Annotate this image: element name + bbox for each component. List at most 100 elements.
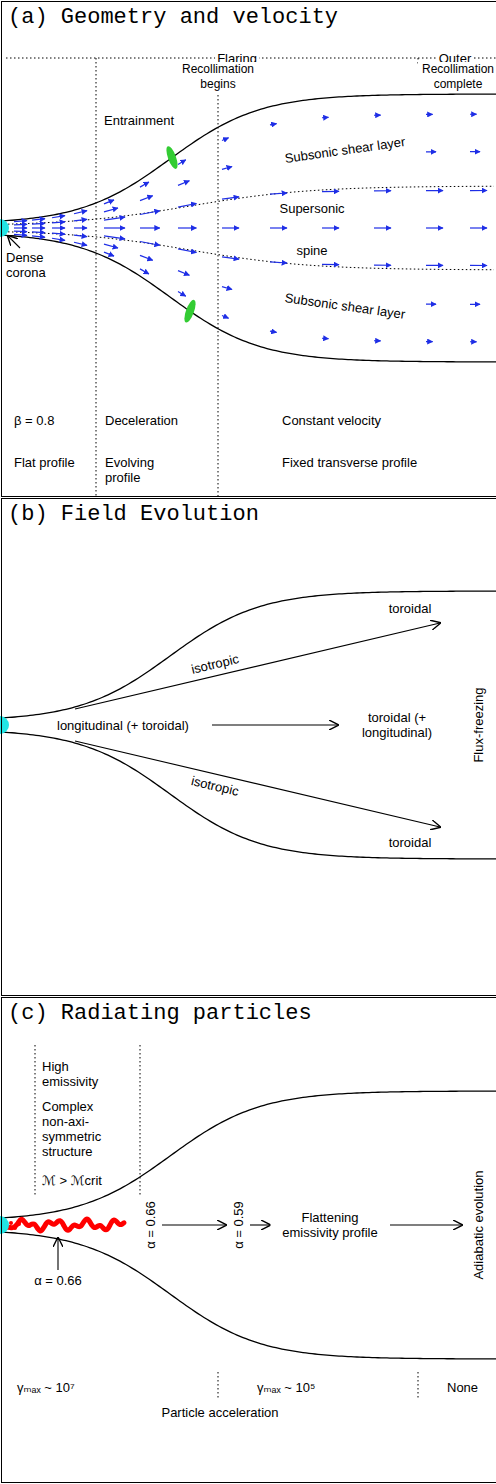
velocity-arrow [74, 235, 87, 237]
velocity-arrow [470, 114, 477, 115]
pointer-arrow [75, 741, 440, 827]
panel-box: (b) Field Evolution [1, 498, 496, 996]
annotation-label: longitudinal (+ toroidal) [55, 718, 191, 733]
velocity-arrow [32, 219, 45, 220]
velocity-arrow [426, 227, 443, 228]
velocity-arrow [426, 190, 443, 191]
pointer-arrow [8, 236, 20, 248]
velocity-arrow [178, 227, 196, 228]
velocity-arrow [470, 190, 487, 191]
annotation-label: Dense corona [4, 250, 56, 280]
annotation-label: toroidal (+ longitudinal) [345, 710, 449, 740]
annotation-label: Flattening emissivity profile [271, 1210, 390, 1240]
velocity-arrow [222, 287, 232, 290]
velocity-arrow [104, 208, 118, 212]
velocity-arrow [222, 315, 229, 318]
annotation-label: Entrainment [102, 113, 176, 128]
velocity-arrow [322, 338, 329, 340]
velocity-arrow [426, 341, 433, 342]
pointer-arrow [390, 1224, 462, 1225]
velocity-arrow [14, 234, 27, 235]
annotation-label: Recollimation complete [418, 62, 496, 92]
velocity-arrow [178, 271, 189, 276]
pointer-arrow [250, 1224, 270, 1225]
velocity-arrow [140, 241, 160, 245]
velocity-arrow [32, 231, 45, 233]
annotation-label: Particle acceleration [159, 1405, 280, 1420]
dotted-divider [418, 1372, 419, 1400]
velocity-arrow [426, 114, 433, 115]
velocity-arrow [270, 227, 287, 228]
jet-boundary [3, 94, 496, 221]
annotation-label: Evolving profile [103, 455, 187, 485]
dotted-divider [140, 1045, 141, 1195]
velocity-arrow [178, 160, 186, 165]
velocity-arrow [32, 227, 45, 228]
entrainment-blob [182, 299, 198, 324]
velocity-arrow [140, 255, 153, 260]
velocity-arrow [270, 124, 277, 125]
annotation-label: toroidal [387, 835, 434, 850]
velocity-arrow [74, 227, 87, 228]
jet-boundary [3, 235, 496, 362]
emission-dot [9, 1221, 13, 1225]
velocity-arrow [52, 238, 65, 240]
annotation-label: toroidal [387, 601, 434, 616]
pointer-arrow [57, 1238, 58, 1270]
velocity-arrow [140, 227, 160, 228]
velocity-arrow [178, 203, 196, 207]
emission-knots [8, 1219, 124, 1231]
velocity-arrow [52, 222, 65, 223]
velocity-arrow [104, 227, 125, 228]
velocity-arrow [104, 236, 125, 239]
annotation-label: Complex non-axi- symmetric structure [40, 1099, 108, 1159]
annotation-label: γₘₐₓ ~ 10⁷ [15, 1380, 77, 1395]
velocity-arrow [374, 265, 391, 266]
annotation-label: Constant velocity [280, 413, 383, 428]
velocity-arrow [374, 115, 381, 116]
annotation-label: α = 0.66 [143, 1199, 158, 1251]
jet-boundary [3, 1091, 496, 1218]
jet-boundary [3, 1232, 496, 1359]
velocity-arrow [322, 117, 329, 119]
pointer-arrow [162, 1224, 226, 1225]
velocity-arrow [14, 231, 27, 233]
velocity-arrow [140, 196, 153, 201]
velocity-arrow [322, 227, 339, 228]
annotation-label: spine [294, 243, 329, 258]
velocity-arrow [222, 227, 239, 228]
velocity-arrow [74, 219, 87, 221]
spine-boundary [8, 186, 494, 224]
pointer-arrow [212, 724, 338, 725]
velocity-arrow [140, 182, 149, 187]
velocity-arrow [270, 193, 287, 194]
annotation-label: Fixed transverse profile [280, 455, 419, 470]
annotation-label: isotropic [188, 773, 242, 800]
annotation-label: Deceleration [103, 413, 180, 428]
emission-dot [17, 1222, 21, 1226]
velocity-arrow [104, 252, 114, 256]
velocity-arrow [470, 341, 477, 342]
emission-dot [13, 1226, 17, 1230]
panel-heading: (a) Geometry and velocity [8, 5, 496, 31]
pointer-arrow [75, 623, 440, 709]
annotation-label: Supersonic [277, 201, 346, 216]
velocity-arrow [178, 292, 186, 297]
velocity-arrow [222, 257, 239, 259]
dotted-divider [218, 95, 219, 497]
annotation-label: α = 0.59 [231, 1199, 246, 1251]
velocity-arrow [222, 167, 232, 170]
velocity-arrow [74, 211, 87, 214]
velocity-arrow [374, 340, 381, 341]
jet-boundary [3, 732, 496, 859]
annotation-label: γₘₐₓ ~ 10⁵ [255, 1380, 317, 1395]
velocity-arrow [222, 138, 229, 141]
velocity-arrow [14, 224, 27, 226]
velocity-arrow [426, 304, 436, 305]
annotation-label: isotropic [188, 651, 242, 678]
velocity-arrow [140, 269, 149, 274]
velocity-arrow [52, 233, 65, 234]
annotation-label: Adiabatic evolution [471, 1168, 486, 1281]
